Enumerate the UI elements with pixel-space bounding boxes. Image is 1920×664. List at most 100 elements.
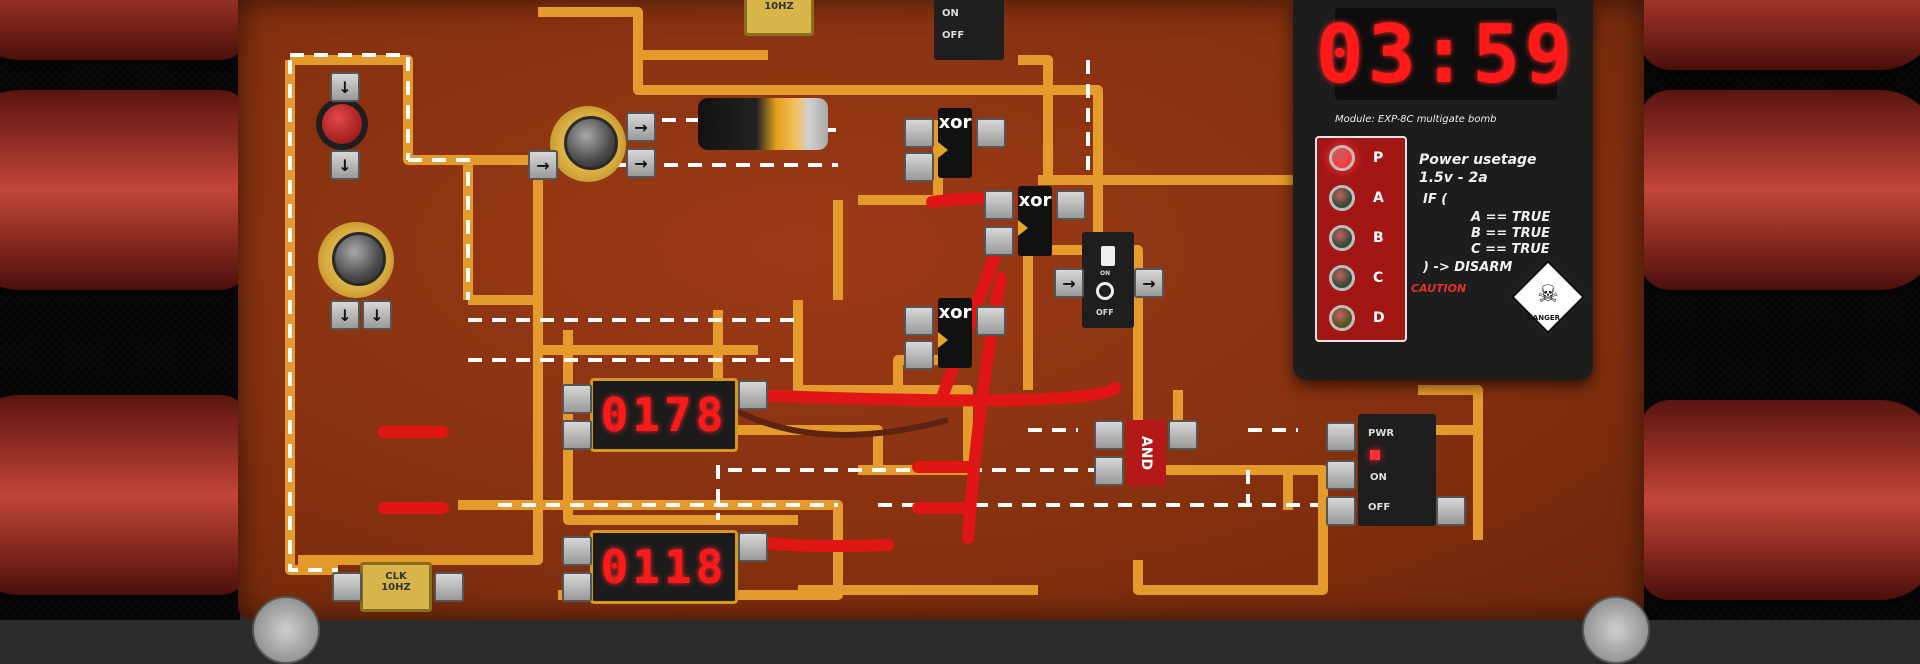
clock-pad-left	[332, 572, 362, 602]
toggle-off-label: OFF	[1096, 308, 1114, 317]
condition-a: A == TRUE	[1471, 210, 1551, 225]
power-switch-pwr-label: PWR	[1368, 428, 1395, 439]
xor3-pad-in-a	[904, 306, 934, 336]
counter-bottom: 0118	[590, 530, 738, 604]
led-d-icon	[1329, 305, 1355, 331]
capacitor	[698, 98, 828, 150]
counter-bottom-pad-out	[738, 532, 768, 562]
xor2-pad-in-a	[984, 190, 1014, 220]
clock-chip-top: 10HZ	[744, 0, 814, 36]
clock-bottom-line2: 10HZ	[381, 582, 411, 593]
dynamite-stick-right-2	[1640, 90, 1920, 290]
toggle-circle-icon	[1096, 282, 1114, 300]
clock-pad-right	[434, 572, 464, 602]
counter-bottom-pad-b	[562, 572, 592, 602]
and-pad-out	[1168, 420, 1198, 450]
dynamite-stick-left-2	[0, 90, 250, 290]
pad-arrow-2: →	[626, 148, 656, 178]
counter-top-pad-a	[562, 384, 592, 414]
switch-top[interactable]: ON OFF	[934, 0, 1004, 60]
dynamite-stick-right-1	[1640, 0, 1920, 70]
pad-arrow-3: →	[528, 150, 558, 180]
power-pad-b	[1326, 460, 1356, 490]
circuit-traces	[285, 7, 1483, 600]
danger-label: DANGER	[1527, 314, 1561, 322]
condition-if: IF (	[1423, 192, 1448, 207]
led-row-c: C	[1317, 258, 1405, 298]
and-pad-in-b	[1094, 456, 1124, 486]
power-switch[interactable]: PWR ON OFF	[1358, 414, 1436, 526]
screw-bottom-left	[252, 596, 320, 664]
xor1-pad-out	[976, 118, 1006, 148]
caution-label: CAUTION	[1411, 282, 1467, 295]
counter-top-value: 0178	[600, 388, 728, 442]
power-indicator-led	[1370, 450, 1380, 460]
led-row-a: A	[1317, 178, 1405, 218]
counter-top-pad-b	[562, 420, 592, 450]
clock-top-label: 10HZ	[764, 1, 794, 12]
xor-gate-1: xor	[938, 108, 972, 178]
led-a-icon	[1329, 185, 1355, 211]
counter-bottom-pad-a	[562, 536, 592, 566]
led-p-icon	[1329, 145, 1355, 171]
toggle-on-label: ON	[1100, 270, 1111, 277]
dynamite-stick-left-1	[0, 0, 250, 60]
potentiometer-top[interactable]	[550, 106, 626, 182]
condition-b: B == TRUE	[1471, 226, 1551, 241]
toggle-switch-mid[interactable]: ON OFF	[1082, 232, 1134, 328]
led-row-b: B	[1317, 218, 1405, 258]
led-c-icon	[1329, 265, 1355, 291]
pad-arrow-down-3: ↓	[330, 300, 360, 330]
led-a-letter: A	[1373, 190, 1384, 206]
led-indicator-panel: P A B C D	[1315, 136, 1407, 342]
power-switch-off-label: OFF	[1368, 502, 1391, 513]
led-row-d: D	[1317, 298, 1405, 338]
power-usage-label: Power usetage	[1419, 152, 1537, 168]
and-pad-in-a	[1094, 420, 1124, 450]
pad-arrow-1: →	[626, 112, 656, 142]
xor-gate-2: xor	[1018, 186, 1052, 256]
skull-icon: ☠	[1537, 280, 1559, 308]
power-pad-c	[1326, 496, 1356, 526]
power-pad-d	[1436, 496, 1466, 526]
xor3-pad-in-b	[904, 340, 934, 370]
led-b-icon	[1329, 225, 1355, 251]
potentiometer-top-knob[interactable]	[564, 116, 618, 170]
counter-top: 0178	[590, 378, 738, 452]
led-c-letter: C	[1373, 270, 1384, 286]
toggle-pad-right: →	[1134, 268, 1164, 298]
xor1-pad-in-a	[904, 118, 934, 148]
xor1-pad-in-b	[904, 152, 934, 182]
led-p-letter: P	[1373, 150, 1384, 166]
dynamite-stick-right-3	[1640, 400, 1920, 600]
caution-warning: CAUTION	[1411, 282, 1466, 295]
potentiometer-left[interactable]	[318, 222, 394, 298]
pad-arrow-down-1: ↓	[330, 72, 360, 102]
xor3-pad-out	[976, 306, 1006, 336]
push-button-base	[316, 98, 368, 150]
clock-chip-bottom: CLK 10HZ	[360, 562, 432, 612]
led-row-p: P	[1317, 138, 1405, 178]
potentiometer-left-knob[interactable]	[332, 232, 386, 286]
counter-top-pad-out	[738, 380, 768, 410]
power-spec-value: 1.5v - 2a	[1419, 170, 1488, 186]
xor2-pad-in-b	[984, 226, 1014, 256]
led-d-letter: D	[1373, 310, 1385, 326]
switch-top-on-label: ON	[942, 8, 959, 19]
xor-gate-3: xor	[938, 298, 972, 368]
counter-bottom-value: 0118	[600, 540, 728, 594]
led-b-letter: B	[1373, 230, 1384, 246]
module-label: Module: EXP-8C multigate bomb	[1335, 114, 1497, 125]
and-gate: AND	[1126, 420, 1166, 486]
countdown-timer-value: 03:59	[1315, 7, 1577, 101]
countdown-timer: 03:59	[1316, 8, 1573, 101]
toggle-pad-left: →	[1054, 268, 1084, 298]
screw-bottom-right	[1582, 596, 1650, 664]
pad-arrow-down-2: ↓	[330, 150, 360, 180]
pad-arrow-down-4: ↓	[362, 300, 392, 330]
toggle-switch-lever[interactable]	[1101, 246, 1115, 266]
switch-top-off-label: OFF	[942, 30, 965, 41]
red-push-button[interactable]	[322, 104, 362, 144]
power-switch-on-label: ON	[1370, 472, 1387, 483]
dynamite-stick-left-3	[0, 395, 250, 595]
